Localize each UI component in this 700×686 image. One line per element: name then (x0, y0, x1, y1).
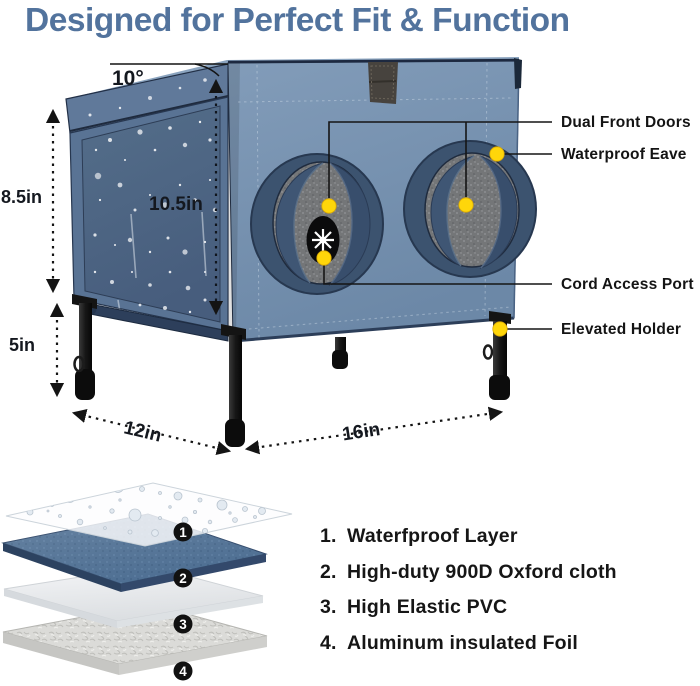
cord-access-port (306, 216, 340, 264)
callout-cord-access-port: Cord Access Port (561, 276, 694, 293)
side-height-arrow: 8.5in (1, 108, 61, 294)
list-item-label: High-duty 900D Oxford cloth (347, 560, 617, 583)
water-droplets (93, 120, 218, 319)
rope-loop (73, 355, 85, 373)
depth-label: 12in (122, 417, 164, 446)
velcro-strap (368, 62, 398, 104)
callout-waterproof-eave: Waterproof Eave (561, 146, 687, 163)
roof-angle-label: 10° (112, 67, 144, 90)
layer-badges: 1 2 3 4 (173, 522, 193, 681)
list-item-number: 1. (320, 525, 337, 548)
layer-4-foil (2, 603, 268, 675)
rope-loop (482, 344, 494, 360)
marker-left-door (321, 198, 337, 214)
badge-3-number: 3 (179, 617, 187, 632)
lid-droplets (88, 78, 207, 117)
list-item-label: Aluminum insulated Foil (347, 631, 579, 654)
list-item-number: 2. (320, 560, 337, 583)
marker-eave (489, 146, 505, 162)
list-item: 4. Aluminum insulated Foil (320, 626, 617, 662)
materials-list: 1. Waterfproof Layer 2. High-duty 900D O… (320, 519, 617, 661)
list-item: 2. High-duty 900D Oxford cloth (320, 555, 617, 591)
leg-front-left (221, 324, 246, 447)
inner-height-arrow: 10.5in (149, 78, 224, 316)
leg-back-left (72, 294, 97, 400)
list-item: 1. Waterfproof Layer (320, 519, 617, 555)
list-item-label: Waterfproof Layer (347, 525, 518, 548)
door-left (250, 153, 384, 295)
callout-dual-front-doors: Dual Front Doors (561, 114, 691, 131)
badge-2: 2 (173, 568, 193, 588)
badge-1-number: 1 (179, 525, 187, 540)
marker-cord-port (316, 250, 332, 266)
layer-3-pvc (3, 565, 264, 628)
left-panel (69, 78, 229, 332)
callout-markers (316, 146, 508, 337)
leg-back-right (332, 337, 348, 369)
marker-holder (492, 321, 508, 337)
list-item-label: High Elastic PVC (347, 596, 508, 619)
eave-corner-trim (514, 58, 522, 89)
badge-4-number: 4 (179, 664, 187, 679)
badge-1: 1 (173, 522, 193, 542)
callout-annotations: Dual Front Doors Waterproof Eave Cord Ac… (316, 114, 694, 338)
callout-elevated-holder: Elevated Holder (561, 321, 681, 338)
width-arrow: 16in (244, 406, 504, 455)
side-height-label: 8.5in (1, 187, 42, 207)
list-item: 3. High Elastic PVC (320, 590, 617, 626)
leg-height-arrow: 5in (9, 302, 65, 398)
list-item-number: 4. (320, 631, 337, 654)
depth-arrow: 12in (71, 408, 232, 456)
page-title: Designed for Perfect Fit & Function (25, 2, 570, 39)
list-item-number: 3. (320, 596, 337, 619)
badge-2-number: 2 (179, 571, 187, 586)
roof-angle-annotation: 10° (110, 63, 228, 90)
badge-4: 4 (173, 661, 193, 681)
layer-stack-illustration: 1 2 3 4 (1, 482, 293, 681)
leg-height-label: 5in (9, 335, 35, 355)
house-illustration (65, 57, 537, 447)
width-label: 16in (341, 419, 382, 445)
marker-right-door (458, 197, 474, 213)
callout-lines (323, 121, 552, 330)
layer-2-oxford (1, 513, 268, 592)
badge-3: 3 (173, 614, 193, 634)
inner-height-label: 10.5in (149, 194, 203, 215)
